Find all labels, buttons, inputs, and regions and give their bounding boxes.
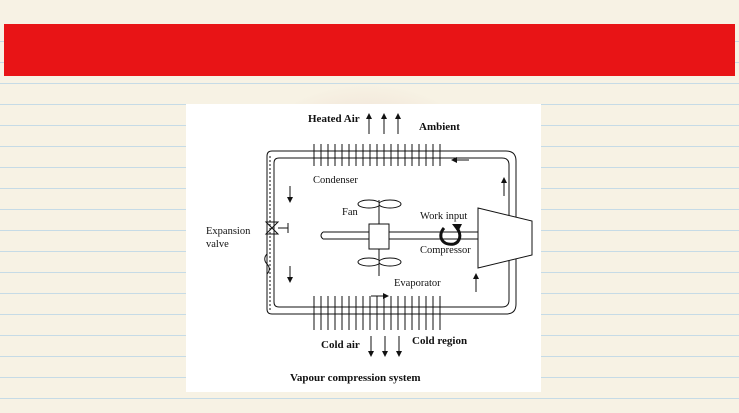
label-compressor: Compressor <box>420 245 471 256</box>
label-ambient: Ambient <box>419 121 460 133</box>
drive-shaft <box>320 231 478 240</box>
label-expansion-line1: Expansion <box>206 226 251 237</box>
diagram-caption: Vapour compression system <box>290 372 421 384</box>
flow-arrows <box>287 157 507 299</box>
label-heated-air: Heated Air <box>308 113 360 125</box>
cold-air-arrows <box>368 336 402 357</box>
label-cold-air: Cold air <box>321 339 360 351</box>
label-fan: Fan <box>342 207 358 218</box>
top-strip <box>0 0 739 24</box>
condenser-fins <box>313 144 441 166</box>
label-work-input: Work input <box>420 211 468 222</box>
work-input-arrow <box>439 227 462 246</box>
heated-air-arrows <box>366 113 401 134</box>
label-evaporator: Evaporator <box>394 278 441 289</box>
diagram-drawing <box>264 113 533 357</box>
fan-symbol <box>357 199 402 276</box>
refrigerant-loop <box>266 150 517 315</box>
red-header-band <box>4 24 735 76</box>
label-cold-region: Cold region <box>412 335 468 347</box>
label-condenser: Condenser <box>313 175 358 186</box>
expansion-valve-symbol <box>264 221 289 275</box>
label-expansion-line2: valve <box>206 239 229 250</box>
compressor-symbol <box>477 207 533 269</box>
vapour-compression-diagram: Heated Air Ambient Condenser Fan Work in… <box>186 104 541 392</box>
evaporator-fins <box>313 296 441 330</box>
